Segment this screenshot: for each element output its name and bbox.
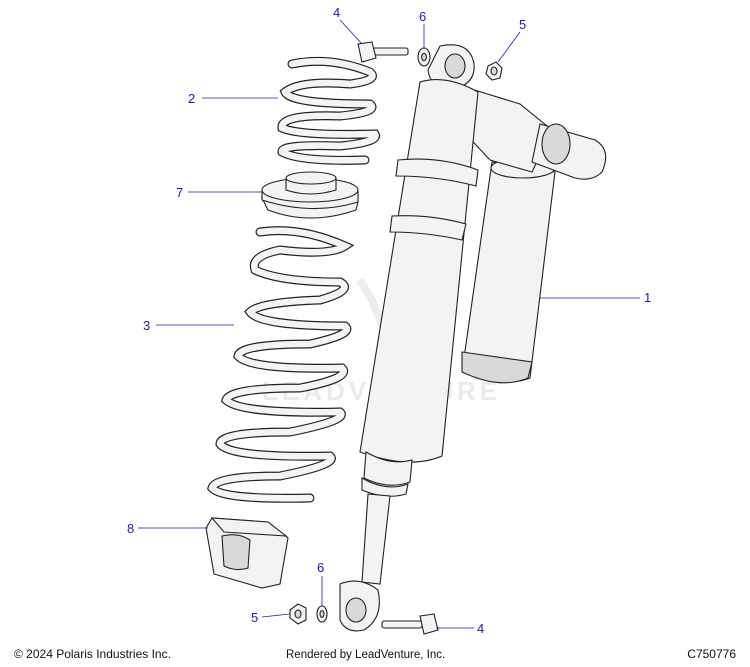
leader-5-top	[497, 31, 521, 63]
shock-absorber	[339, 44, 607, 632]
leader-5-bottom	[261, 613, 291, 618]
top-bolt	[357, 41, 409, 63]
copyright-text: © 2024 Polaris Industries Inc.	[14, 647, 171, 661]
callout-3: 3	[143, 318, 150, 333]
callout-1: 1	[644, 290, 651, 305]
bottom-washer	[316, 605, 328, 623]
callout-6-bottom: 6	[317, 560, 324, 575]
bottom-bolt	[381, 613, 439, 635]
callout-6-top: 6	[419, 9, 426, 24]
callout-4-bottom: 4	[477, 621, 484, 636]
top-nut	[485, 61, 503, 81]
leader-4-top	[339, 19, 363, 45]
callout-5-bottom: 5	[251, 610, 258, 625]
bottom-nut	[289, 603, 307, 625]
spring-adapter	[260, 171, 359, 219]
diagram-code: C750776	[687, 647, 736, 661]
lower-spring-retainer	[205, 517, 289, 589]
callout-2: 2	[188, 91, 195, 106]
upper-spring	[277, 56, 381, 165]
main-spring	[207, 226, 355, 503]
callout-7: 7	[176, 185, 183, 200]
callout-5-top: 5	[519, 17, 526, 32]
callout-4-top: 4	[333, 5, 340, 20]
rendered-by-text: Rendered by LeadVenture, Inc.	[286, 649, 446, 661]
callout-8: 8	[127, 521, 134, 536]
top-washer	[417, 47, 431, 67]
